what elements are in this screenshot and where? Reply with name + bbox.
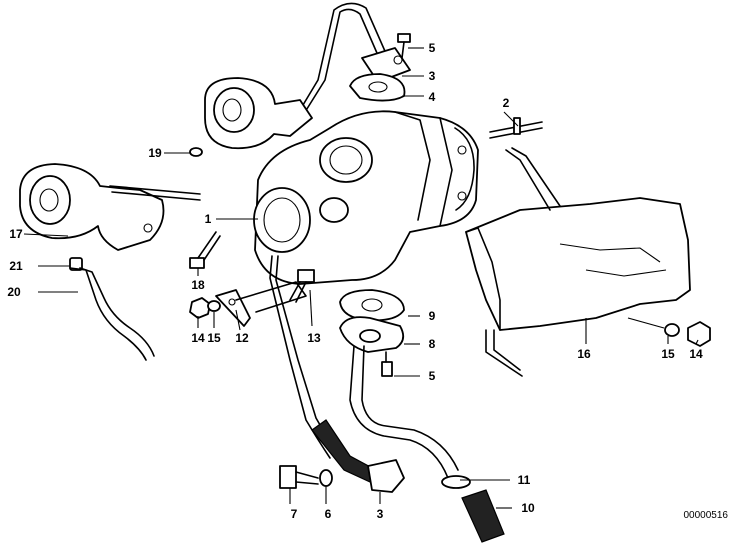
o-ring-19 (189, 147, 203, 157)
callout-14-right: 14 (689, 347, 703, 361)
callout-15-left: 15 (207, 331, 221, 345)
callout-19: 19 (148, 146, 162, 160)
banjo-fitting-3-bottom (367, 459, 405, 493)
callout-5-bottom: 5 (429, 369, 436, 383)
compressor-inlet (253, 187, 349, 253)
oil-feed-pipe (299, 2, 389, 113)
nut-14-right (687, 321, 711, 347)
stud-2 (489, 117, 543, 139)
bolt-13 (289, 269, 315, 303)
oil-drain-pipe (349, 345, 459, 479)
bolt-18 (189, 231, 221, 269)
callout-4: 4 (429, 90, 436, 104)
heat-shield-16 (465, 147, 691, 377)
callout-2: 2 (503, 96, 510, 110)
callout-5-top: 5 (429, 41, 436, 55)
wastegate-actuator-left (19, 163, 201, 251)
callout-6: 6 (325, 507, 332, 521)
callout-10: 10 (521, 501, 535, 515)
nut-14-left (189, 297, 211, 319)
clip-21 (69, 257, 83, 271)
callout-16: 16 (577, 347, 591, 361)
callout-15-right: 15 (661, 347, 675, 361)
callout-11: 11 (518, 473, 531, 487)
gasket-4-top (349, 73, 406, 102)
washer-15-left (207, 300, 221, 312)
callout-8: 8 (429, 337, 436, 351)
callout-7: 7 (291, 507, 298, 521)
hose-clamp-11 (441, 475, 471, 489)
callout-3-bottom: 3 (377, 507, 384, 521)
vacuum-hose-20 (69, 267, 155, 361)
bolt-5-top (397, 33, 411, 59)
callout-13: 13 (307, 331, 321, 345)
wastegate-actuator-upper (204, 77, 313, 150)
washer-15-right (664, 323, 680, 337)
catalog-number: 00000516 (684, 510, 729, 521)
bolt-7 (279, 465, 319, 489)
gasket-9 (339, 289, 405, 322)
callout-21: 21 (9, 259, 23, 273)
callout-3-top: 3 (429, 69, 436, 83)
callout-20: 20 (7, 285, 21, 299)
flange-8 (339, 316, 405, 353)
callout-1: 1 (205, 212, 212, 226)
bracket-12 (215, 281, 307, 327)
callout-9: 9 (429, 309, 436, 323)
washer-6 (319, 469, 333, 487)
compressor-outlet (319, 137, 373, 183)
callout-12: 12 (235, 331, 249, 345)
leader-lines (23, 47, 699, 509)
callout-18: 18 (191, 278, 205, 292)
callout-14-left: 14 (191, 331, 205, 345)
hose-10 (461, 489, 505, 543)
bolt-5-bottom (381, 351, 393, 377)
callout-17: 17 (9, 227, 23, 241)
turbocharger-body (254, 110, 479, 285)
